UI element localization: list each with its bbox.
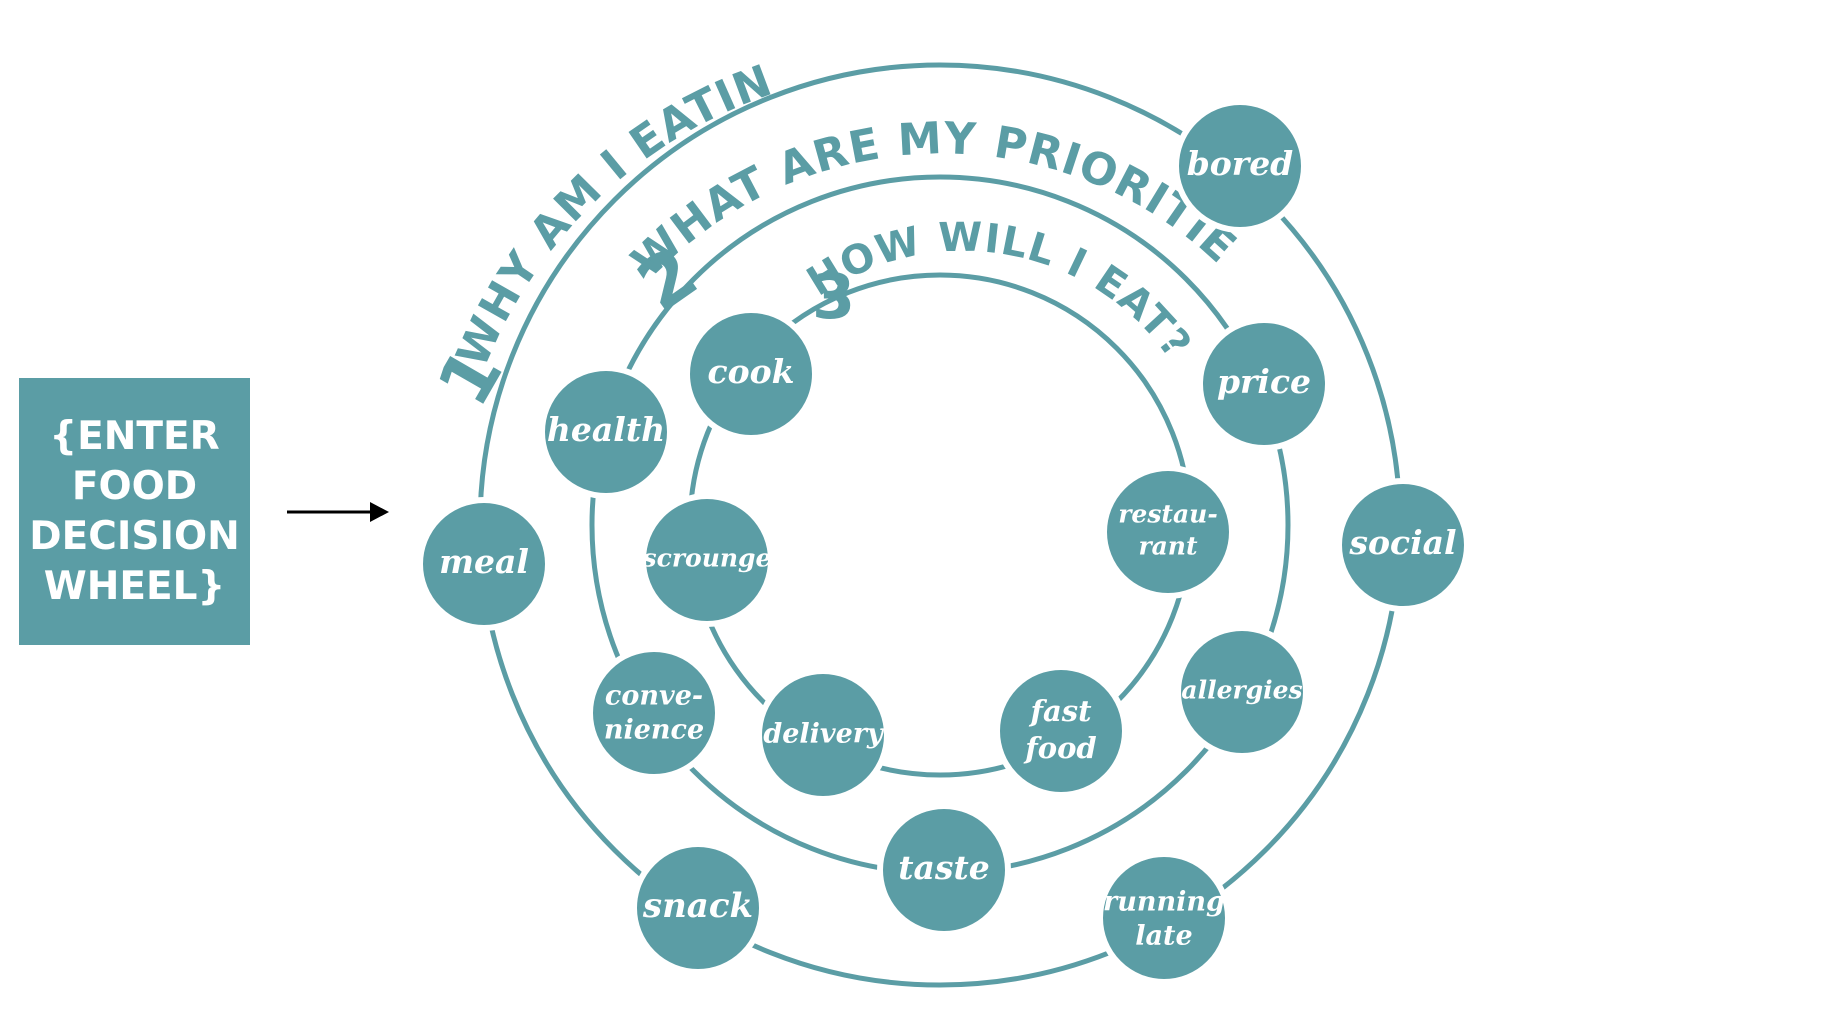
- arrow-icon: [287, 502, 389, 522]
- svg-text:health: health: [547, 410, 665, 449]
- svg-text:conve-: conve-: [605, 681, 703, 712]
- node-cook: cook: [684, 307, 818, 441]
- node-bored: bored: [1173, 99, 1307, 233]
- svg-text:scrounge: scrounge: [642, 544, 772, 573]
- title-line: FOOD: [71, 463, 198, 509]
- svg-text:late: late: [1135, 921, 1192, 952]
- wheel-title-box: {ENTER FOOD DECISION WHEEL}: [19, 378, 250, 645]
- svg-text:meal: meal: [439, 542, 529, 581]
- node-meal: meal: [417, 497, 551, 631]
- svg-text:snack: snack: [642, 886, 753, 926]
- node-fast-food: fast food: [994, 664, 1128, 798]
- svg-text:running: running: [1103, 887, 1225, 918]
- node-running-late: running late: [1097, 851, 1231, 985]
- svg-text:nience: nience: [604, 715, 704, 746]
- node-snack: snack: [631, 841, 765, 975]
- svg-text:rant: rant: [1138, 532, 1198, 561]
- node-convenience: conve- nience: [587, 646, 721, 780]
- svg-text:allergies: allergies: [1181, 676, 1302, 705]
- svg-text:social: social: [1348, 523, 1456, 562]
- svg-text:food: food: [1023, 731, 1096, 765]
- node-price: price: [1197, 317, 1331, 451]
- title-line: WHEEL}: [43, 563, 226, 609]
- node-restaurant: restau- rant: [1101, 465, 1235, 599]
- svg-text:cook: cook: [708, 352, 795, 391]
- svg-text:fast: fast: [1029, 694, 1093, 728]
- svg-text:delivery: delivery: [763, 719, 885, 750]
- node-health: health: [539, 365, 673, 499]
- svg-text:bored: bored: [1187, 144, 1294, 183]
- node-scrounge: scrounge: [640, 493, 774, 627]
- node-social: social: [1336, 478, 1470, 612]
- node-allergies: allergies: [1175, 625, 1309, 759]
- svg-text:price: price: [1217, 362, 1311, 401]
- ring-3-number: 3: [812, 260, 855, 333]
- node-taste: taste: [877, 803, 1011, 937]
- svg-text:taste: taste: [898, 848, 989, 887]
- node-delivery: delivery: [756, 668, 890, 802]
- title-line: {ENTER: [49, 413, 220, 459]
- svg-text:restau-: restau-: [1118, 500, 1217, 529]
- title-line: DECISION: [29, 513, 240, 559]
